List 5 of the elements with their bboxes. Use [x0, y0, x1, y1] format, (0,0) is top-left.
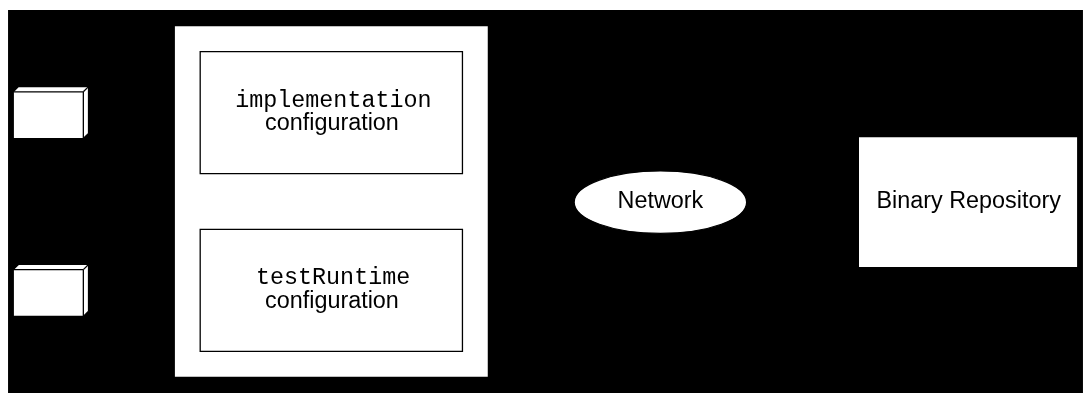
node-ellipse: Network [573, 170, 748, 235]
node-box: testRuntime configuration [199, 228, 464, 353]
node-box: Binary Repository [857, 135, 1079, 269]
cluster [173, 24, 490, 379]
node-box: implementation configuration [199, 50, 464, 175]
